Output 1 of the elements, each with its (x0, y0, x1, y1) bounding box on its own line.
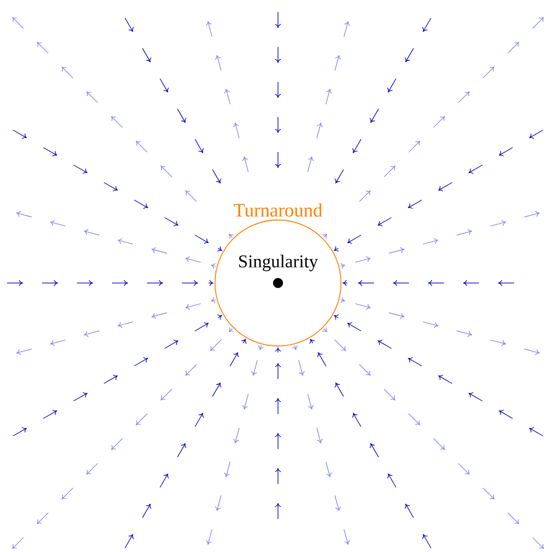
node-label: Turnaround (234, 203, 322, 217)
